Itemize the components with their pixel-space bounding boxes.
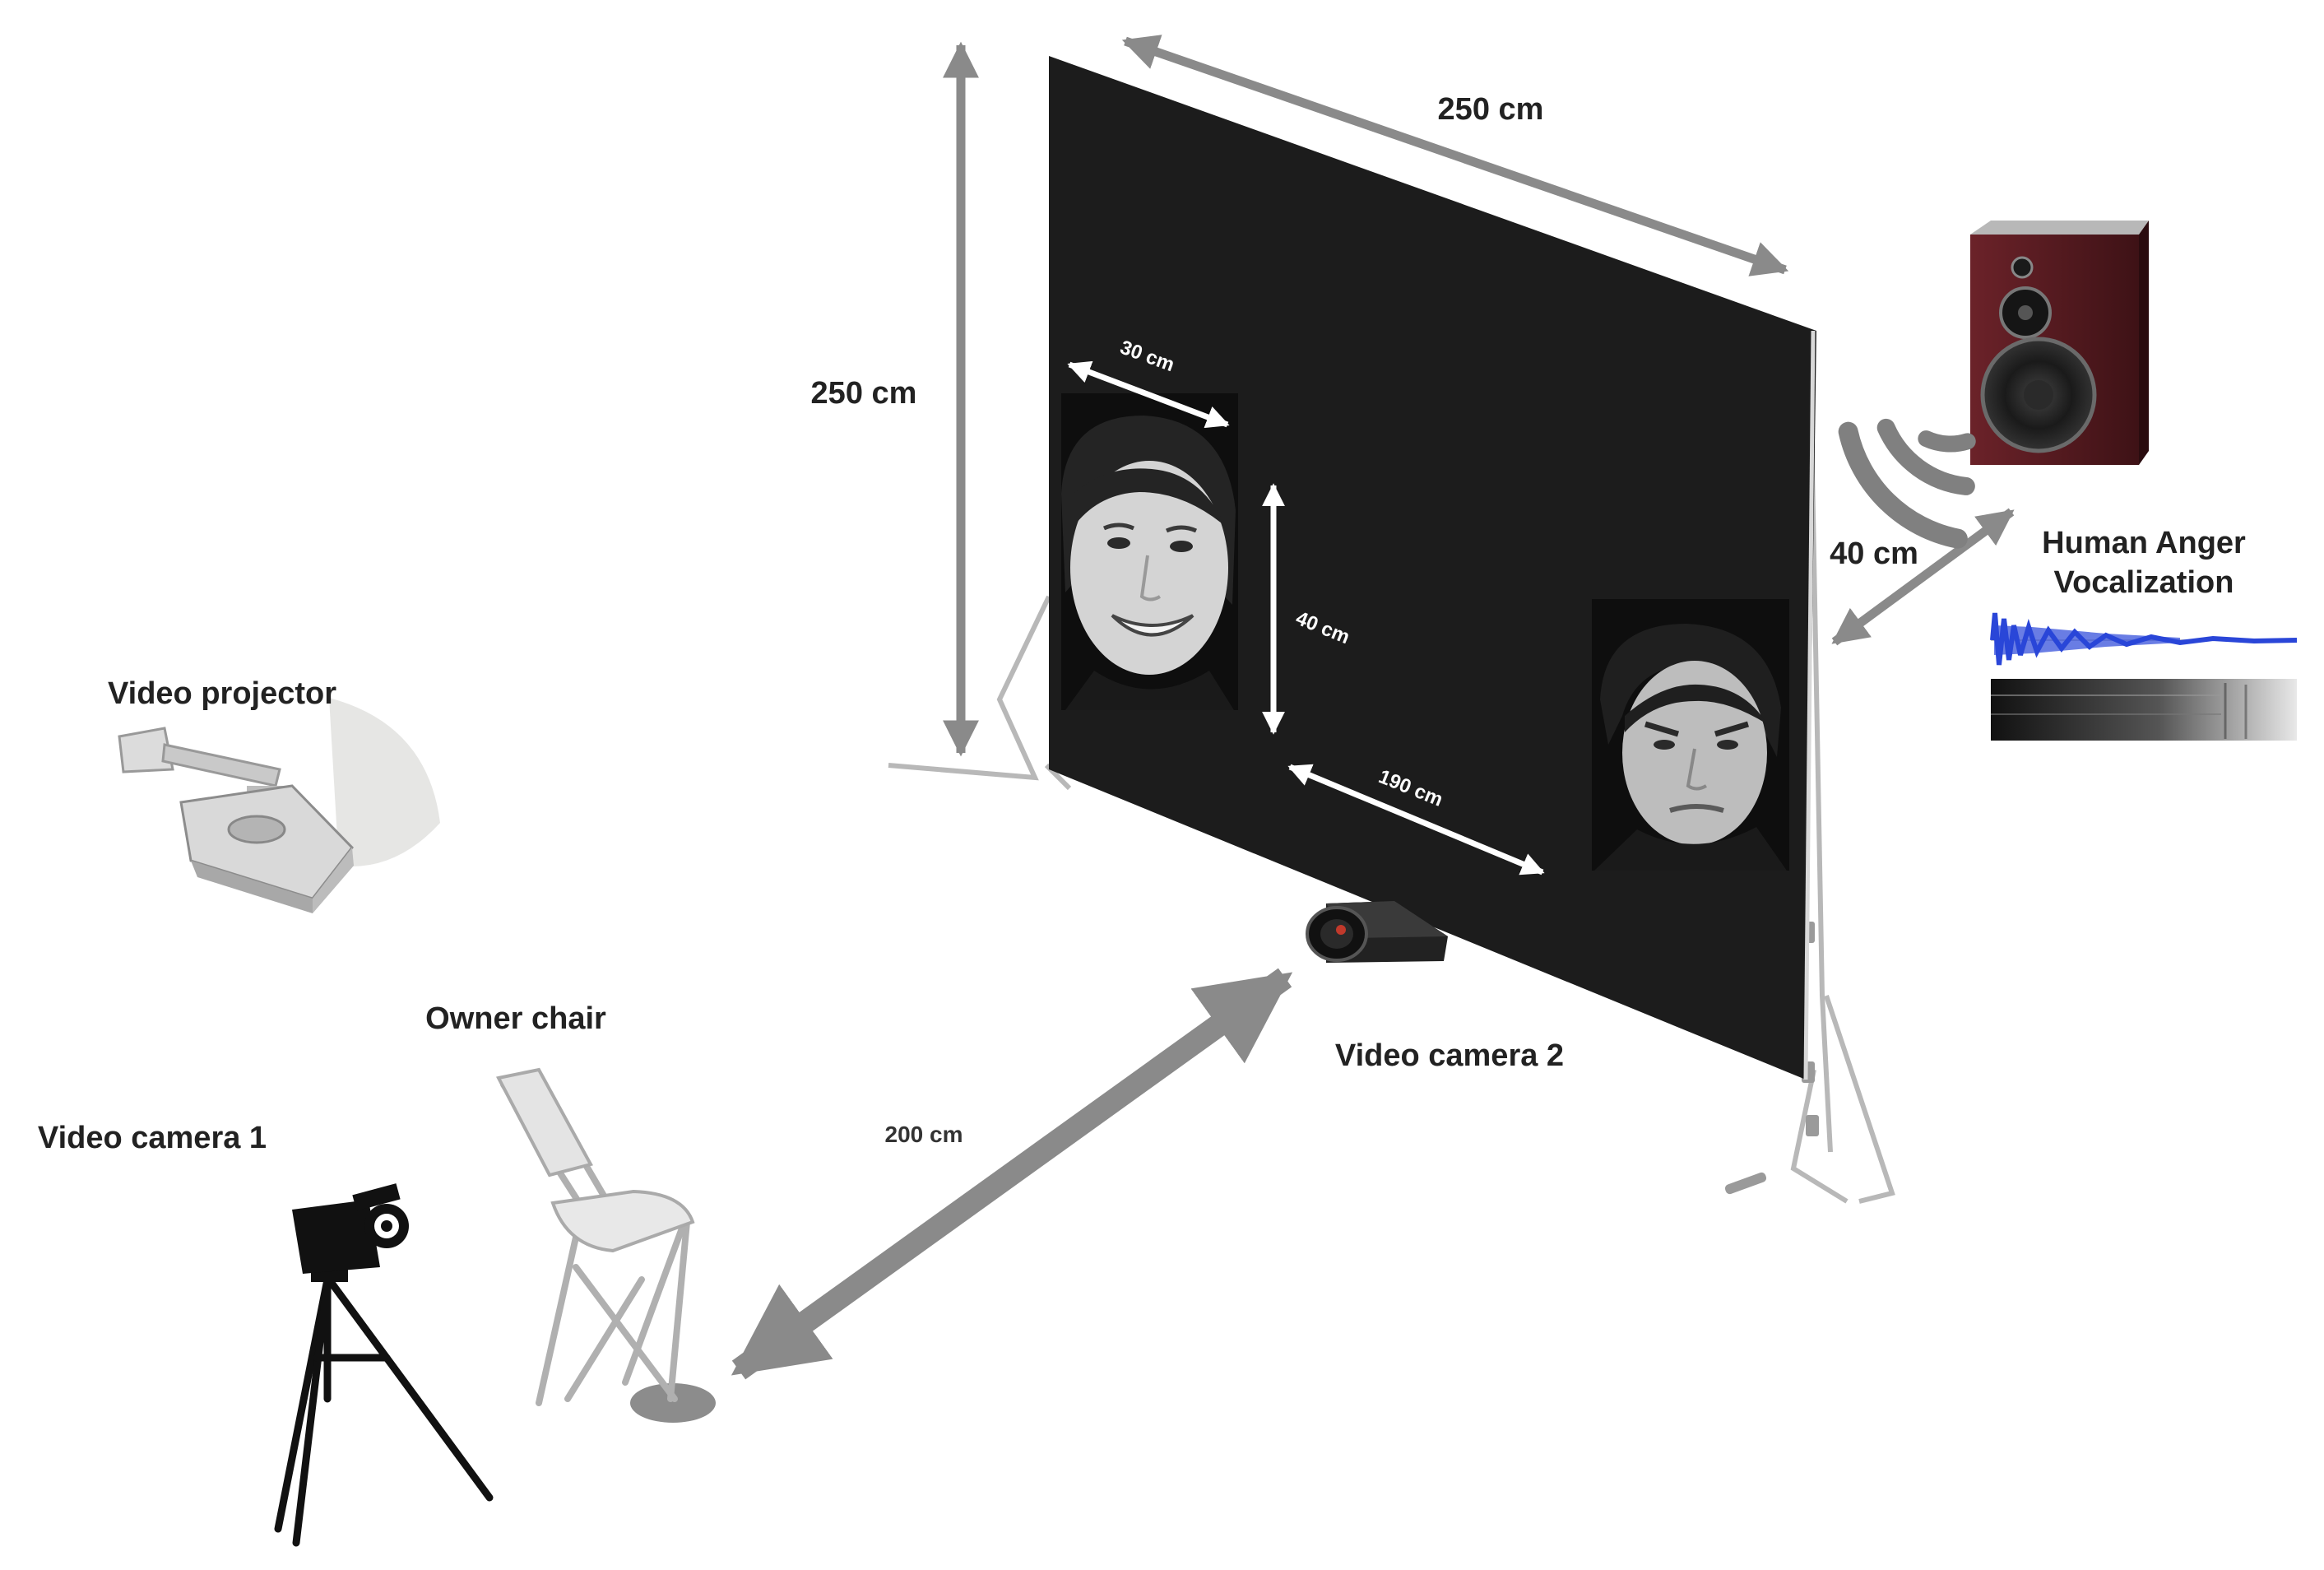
audio-waveform [1990, 612, 2298, 666]
video-camera-2-label: Video camera 2 [1335, 1038, 1564, 1073]
screen-edge-highlight [1803, 330, 1816, 1080]
sound-waves-icon [1838, 418, 1976, 549]
chair-distance-label: 200 cm [885, 1122, 963, 1147]
speaker-icon [1970, 221, 2149, 465]
chair-floor-marker [630, 1383, 716, 1423]
projector-icon [118, 698, 440, 913]
happy-face-photo [1061, 393, 1238, 710]
face-gap-arrow [1287, 764, 1545, 876]
angry-face-photo [1592, 599, 1789, 871]
face-width-arrow [1067, 360, 1230, 429]
chair-distance-arrow [731, 968, 1293, 1380]
screen-height-label: 250 cm [811, 376, 917, 411]
camcorder-icon [1306, 901, 1448, 963]
speaker-distance-label: 40 cm [1830, 536, 1918, 571]
speaker-title-line2: Vocalization [2054, 565, 2234, 600]
spectrogram [1991, 679, 2297, 741]
screen-stand [888, 337, 1895, 1204]
owner-chair-label: Owner chair [425, 1001, 606, 1036]
tripod-camera-icon [274, 1183, 494, 1547]
screen-width-label: 250 cm [1438, 92, 1544, 127]
video-projector-label: Video projector [108, 676, 336, 711]
video-camera-1-label: Video camera 1 [38, 1121, 267, 1155]
speaker-distance-arrow [1831, 508, 2015, 646]
speaker-title-line1: Human Anger [2042, 526, 2246, 560]
screen-width-arrow [1121, 35, 1789, 276]
folding-chair-icon [495, 1067, 716, 1423]
